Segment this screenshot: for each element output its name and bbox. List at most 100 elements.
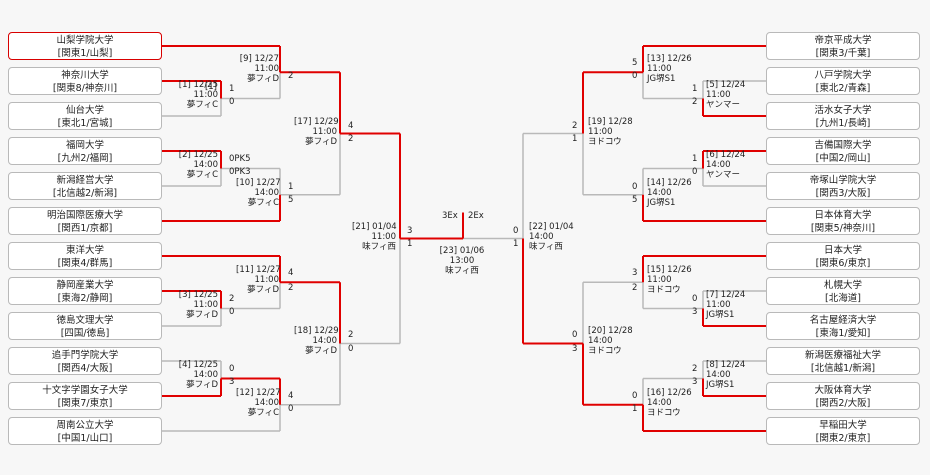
match-time: 14:00 — [193, 160, 219, 170]
match-venue: ヨドコウ — [588, 346, 622, 356]
match-time: 11:00 — [647, 275, 672, 285]
team-name: 周南公立大学 — [56, 420, 114, 431]
score-r1-6a: 1 — [692, 154, 698, 164]
match-time: 13:00 — [449, 256, 475, 266]
match-date: 12/24 — [720, 80, 746, 90]
team-name: 仙台大学 — [65, 105, 104, 116]
score-r3-17b: 2 — [348, 134, 354, 144]
score-r2-16a: 0 — [632, 391, 638, 401]
team-region: [関東2/東京] — [815, 433, 871, 444]
score-r2-14b: 5 — [632, 195, 638, 205]
score-r1-2b: 0PK3 — [229, 167, 251, 177]
match-date: 12/25 — [193, 80, 219, 90]
team-region: [関西1/京都] — [57, 223, 113, 234]
match-venue: JG堺S1 — [647, 74, 676, 84]
score-r1-2a: 0PK5 — [229, 154, 251, 164]
match-date: 12/28 — [608, 326, 633, 336]
match-id: [1] — [204, 82, 217, 92]
match-id: [6] — [706, 150, 719, 160]
match-venue: 夢フィD — [247, 285, 279, 295]
score-r3-19b: 1 — [572, 134, 578, 144]
score-r2-14a: 0 — [632, 182, 638, 192]
team-name: 帝京平成大学 — [814, 35, 872, 46]
score-r2-15b: 2 — [632, 283, 638, 293]
match-venue: 夢フィC — [186, 170, 218, 180]
match-date: 12/26 — [667, 54, 692, 64]
team-name: 山梨学院大学 — [56, 35, 114, 46]
score-r2-16b: 1 — [632, 404, 638, 414]
team-name: 早稲田大学 — [819, 420, 867, 431]
team-box-fukuoka: 福岡大学[九州2/福岡] — [8, 137, 162, 165]
match-time: 11:00 — [193, 300, 219, 310]
match-venue: 夢フィD — [186, 310, 218, 320]
team-region: [関東1/山梨] — [57, 48, 113, 59]
team-region: [関西2/大阪] — [815, 398, 871, 409]
match-venue: 味フィ西 — [529, 242, 563, 252]
match-id: [1] — [178, 80, 191, 90]
match-venue: JG堺S1 — [706, 310, 735, 320]
score-r3-18a: 2 — [348, 330, 354, 340]
match-date: 01/04 — [549, 222, 574, 232]
match-date: 12/27 — [256, 178, 281, 188]
score-r1-8b: 3 — [692, 377, 698, 387]
match-date: 12/27 — [254, 54, 280, 64]
team-box-hachinohe-gakuin: 八戸学院大学[東北2/青森] — [766, 67, 920, 95]
score-r1-5a: 1 — [692, 84, 698, 94]
score-r4-22a: 0 — [513, 226, 519, 236]
team-region: [関東5/神奈川] — [810, 223, 876, 234]
team-region: [東海2/静岡] — [57, 293, 113, 304]
match-venue: JG堺S1 — [647, 198, 676, 208]
bracket-lines-winner — [162, 45, 766, 432]
score-r1-7b: 3 — [692, 307, 698, 317]
match-id: [14] — [647, 178, 665, 188]
match-date: 12/24 — [720, 360, 746, 370]
match-venue: 夢フィC — [247, 408, 279, 418]
team-box-niigata-keiei: 新潟経営大学[北信越2/新潟] — [8, 172, 162, 200]
score-r2-11b: 2 — [288, 283, 294, 293]
match-venue: ヨドコウ — [647, 408, 681, 418]
team-region: [中国1/山口] — [57, 433, 113, 444]
match-time: 14:00 — [647, 188, 672, 198]
match-id: [22] — [529, 222, 547, 232]
team-box-nihon: 日本大学[関東6/東京] — [766, 242, 920, 270]
match-time: 11:00 — [254, 275, 280, 285]
team-name: 大阪体育大学 — [814, 385, 872, 396]
match-time: 11:00 — [254, 64, 280, 74]
match-id: [17] — [294, 117, 312, 127]
team-box-kanagawa: 神奈川大学[関東8/神奈川] — [8, 67, 162, 95]
team-box-osaka-taiiku: 大阪体育大学 [関西2/大阪] — [766, 382, 920, 410]
team-name: 十文字学園女子大学 — [42, 385, 128, 396]
team-name: 静岡産業大学 — [56, 280, 114, 291]
match-time: 11:00 — [193, 90, 219, 100]
match-time: 11:00 — [706, 90, 731, 100]
match-date: 12/26 — [667, 388, 692, 398]
team-region: [東海1/愛知] — [815, 328, 871, 339]
match-time: 14:00 — [254, 398, 280, 408]
team-box-shizuoka-sangyo: 静岡産業大学 [東海2/静岡] — [8, 277, 162, 305]
match-venue: ヤンマー — [706, 100, 741, 110]
match-date: 12/25 — [193, 150, 219, 160]
match-venue: 味フィ西 — [362, 242, 396, 252]
match-id: [8] — [706, 360, 719, 370]
match-time: 14:00 — [588, 336, 613, 346]
score-r3-19a: 2 — [572, 121, 578, 131]
team-box-sendai: 仙台大学[東北1/宮城] — [8, 102, 162, 130]
score-r2-12b: 0 — [288, 404, 294, 414]
team-region: [東北2/青森] — [815, 83, 871, 94]
match-id: [12] — [236, 388, 254, 398]
